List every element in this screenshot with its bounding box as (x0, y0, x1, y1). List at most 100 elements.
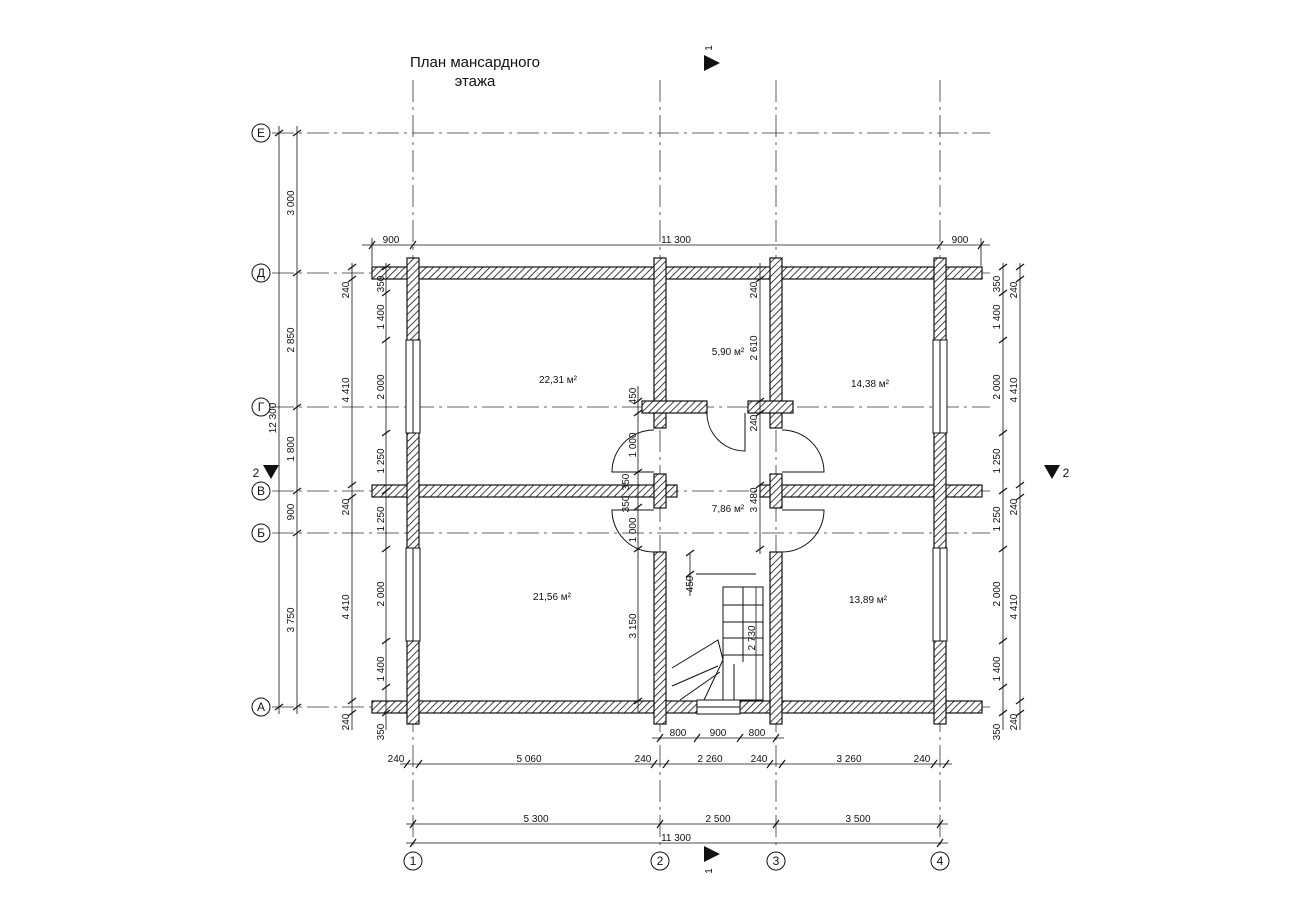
dims-left-inner: 350 1 400 2 000 1 250 1 250 2 000 1 400 … (376, 263, 391, 740)
dim-int-350: 350 (621, 473, 632, 490)
dim-lm-4: 240 (341, 713, 352, 730)
svg-text:1: 1 (410, 854, 417, 868)
windows (405, 339, 948, 715)
dim-b1-b: 900 (710, 728, 727, 739)
dim-b1-a: 800 (670, 728, 687, 739)
svg-text:3: 3 (773, 854, 780, 868)
axis-bubble-2: 2 (650, 851, 670, 871)
doors (611, 412, 825, 553)
axis-bubble-3: 3 (766, 851, 786, 871)
plan-title-line1: План мансардного (410, 54, 540, 71)
dims-top: 900 11 300 900 (362, 235, 990, 266)
svg-text:Г: Г (258, 400, 265, 414)
axis-bubble-E: Е (251, 123, 271, 143)
axis-bubble-G: Г (251, 397, 271, 417)
dim-ri-4: 1 250 (992, 506, 1003, 531)
axis-bubble-1: 1 (403, 851, 423, 871)
dims-bottom-row3: 5 300 2 500 3 500 (406, 814, 948, 829)
axis-bubble-V: В (251, 481, 271, 501)
axis-bubble-B: Б (251, 523, 271, 543)
dim-ro-3: 4 410 (1009, 594, 1020, 619)
room-area-se: 13,89 м² (849, 595, 888, 606)
dim-b2-1: 5 060 (516, 754, 541, 765)
dim-lo-4: 3 750 (286, 607, 297, 632)
dim-top-left: 900 (383, 235, 400, 246)
dim-li-2: 2 000 (376, 374, 387, 399)
dim-int-2730: 2 730 (747, 625, 758, 650)
room-area-hall: 7,86 м² (712, 504, 745, 515)
dims-left-mid: 240 4 410 240 4 410 240 (341, 263, 357, 730)
section-mark-1-bottom: 1 (704, 846, 720, 874)
dim-b2-4: 240 (751, 754, 768, 765)
svg-text:2: 2 (253, 466, 260, 480)
dims-interior: 240 2 610 240 3 480 450 1 000 350 350 1 … (621, 263, 765, 712)
dims-left-outer: 3 000 2 850 1 800 900 3 750 (286, 126, 302, 714)
dim-lo-3: 900 (286, 503, 297, 520)
dim-b2-6: 240 (914, 754, 931, 765)
dim-ri-5: 2 000 (992, 581, 1003, 606)
dim-lo-2: 1 800 (286, 436, 297, 461)
dim-lm-0: 240 (341, 281, 352, 298)
dim-lm-3: 4 410 (341, 594, 352, 619)
svg-text:1: 1 (704, 868, 715, 874)
axis-bubble-A: А (251, 697, 271, 717)
walls (371, 257, 983, 725)
plan-title-line2: этажа (455, 73, 496, 90)
dim-lo-0: 3 000 (286, 190, 297, 215)
dim-b2-2: 240 (635, 754, 652, 765)
svg-text:2: 2 (657, 854, 664, 868)
dim-int-450-bottom: 450 (685, 575, 696, 592)
dim-b3-1: 2 500 (705, 814, 730, 825)
dims-bottom-row1: 800 900 800 (652, 728, 784, 743)
dim-li-5: 2 000 (376, 581, 387, 606)
dims-right-outer: 240 4 410 240 4 410 240 (1009, 263, 1025, 730)
dim-int-2610: 2 610 (749, 335, 760, 360)
dim-ri-1: 1 400 (992, 304, 1003, 329)
dim-int-450-top: 450 (628, 387, 639, 404)
dim-ri-3: 1 250 (992, 448, 1003, 473)
svg-text:1: 1 (704, 45, 715, 51)
dim-top-total: 11 300 (661, 235, 691, 246)
staircase (671, 573, 764, 701)
svg-text:А: А (257, 700, 265, 714)
axis-bubble-D: Д (251, 263, 271, 283)
dim-lm-1: 4 410 (341, 377, 352, 402)
dim-ro-4: 240 (1009, 713, 1020, 730)
dim-li-3: 1 250 (376, 448, 387, 473)
dim-bottom-total: 11 300 (661, 833, 691, 844)
dim-lo-1: 2 850 (286, 327, 297, 352)
dim-left-total: 12 300 (268, 402, 279, 433)
dim-b3-2: 3 500 (845, 814, 870, 825)
section-mark-1-top: 1 (704, 45, 720, 71)
dim-b1-c: 800 (749, 728, 766, 739)
dim-ri-2: 2 000 (992, 374, 1003, 399)
dims-bottom-total: 11 300 (406, 833, 948, 848)
svg-text:Б: Б (257, 526, 265, 540)
dim-ro-1: 4 410 (1009, 377, 1020, 402)
room-area-north-center: 5,90 м² (712, 347, 745, 358)
dims-left-total: 12 300 (268, 126, 284, 714)
room-area-ne: 14,38 м² (851, 379, 890, 390)
dims-right-inner: 350 1 400 2 000 1 250 1 250 2 000 1 400 … (992, 263, 1008, 740)
dims-bottom-row2: 240 5 060 240 2 260 240 3 260 240 (388, 754, 952, 769)
dim-int-1000-top: 1 000 (628, 432, 639, 457)
dim-li-0: 350 (376, 275, 387, 292)
dim-ro-0: 240 (1009, 281, 1020, 298)
dim-b2-0: 240 (388, 754, 405, 765)
svg-text:2: 2 (1063, 466, 1070, 480)
dim-ri-0: 350 (992, 275, 1003, 292)
room-area-sw: 21,56 м² (533, 592, 572, 603)
dim-ro-2: 240 (1009, 498, 1020, 515)
dim-top-right: 900 (952, 235, 969, 246)
svg-text:Е: Е (257, 126, 265, 140)
dim-li-4: 1 250 (376, 506, 387, 531)
dim-int-240-mid: 240 (749, 414, 760, 431)
dim-b3-0: 5 300 (523, 814, 548, 825)
dim-b2-3: 2 260 (697, 754, 722, 765)
dim-li-1: 1 400 (376, 304, 387, 329)
dim-li-6: 1 400 (376, 656, 387, 681)
dim-b2-5: 3 260 (836, 754, 861, 765)
section-mark-2-left: 2 (253, 465, 279, 480)
room-area-nw: 22,31 м² (539, 375, 578, 386)
